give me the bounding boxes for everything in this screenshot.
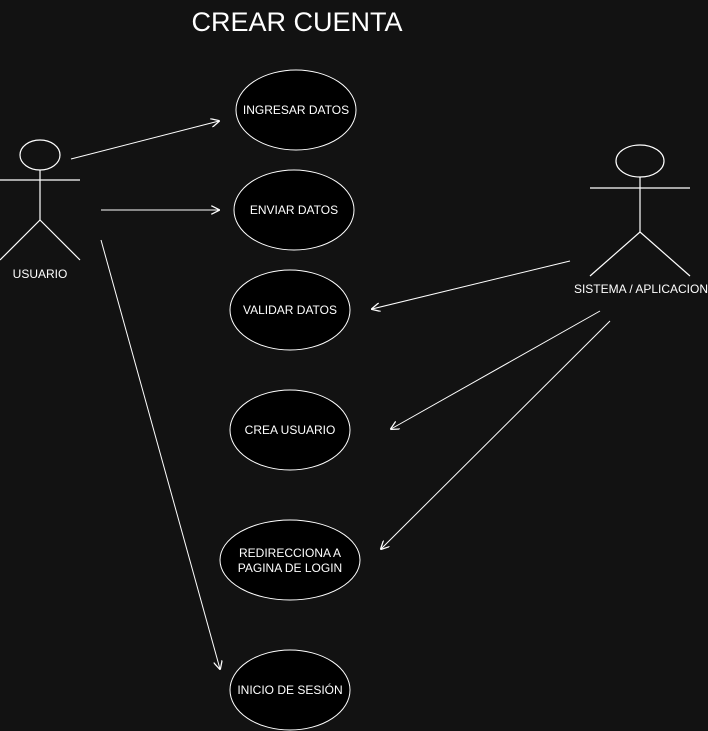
use-case-redirecciona[interactable]: REDIRECCIONA A PAGINA DE LOGIN <box>219 519 361 601</box>
diagram-title: CREAR CUENTA <box>191 7 402 37</box>
use-case-enviar-datos[interactable]: ENVIAR DATOS <box>233 169 355 251</box>
use-case-label: VALIDAR DATOS <box>243 303 337 317</box>
use-case-label: ENVIAR DATOS <box>250 203 338 217</box>
use-case-inicio-de-sesion[interactable]: INICIO DE SESIÓN <box>229 649 351 731</box>
actor-sistema-label: SISTEMA / APLICACION <box>574 282 708 296</box>
arrow-sistema-to-redirecciona <box>381 320 611 549</box>
arrow-sistema-to-crea <box>391 310 601 429</box>
use-case-label-line2: PAGINA DE LOGIN <box>238 561 342 575</box>
actor-usuario[interactable]: USUARIO <box>0 139 81 281</box>
stick-figure-icon <box>0 139 81 261</box>
use-case-validar-datos[interactable]: VALIDAR DATOS <box>229 269 351 351</box>
use-case-label: CREA USUARIO <box>245 423 336 437</box>
arrow-sistema-to-validar <box>372 260 571 309</box>
use-case-label: INICIO DE SESIÓN <box>237 682 342 697</box>
use-case-ingresar-datos[interactable]: INGRESAR DATOS <box>235 69 357 151</box>
actor-usuario-label: USUARIO <box>13 267 68 281</box>
stick-figure-icon <box>589 144 691 277</box>
actor-sistema[interactable]: SISTEMA / APLICACION <box>574 144 708 296</box>
use-case-label: INGRESAR DATOS <box>243 103 349 117</box>
use-case-crea-usuario[interactable]: CREA USUARIO <box>229 389 351 471</box>
use-case-label-line1: REDIRECCIONA A <box>239 546 341 560</box>
arrow-usuario-to-ingresar <box>70 121 219 160</box>
arrow-usuario-to-inicio <box>100 239 220 669</box>
